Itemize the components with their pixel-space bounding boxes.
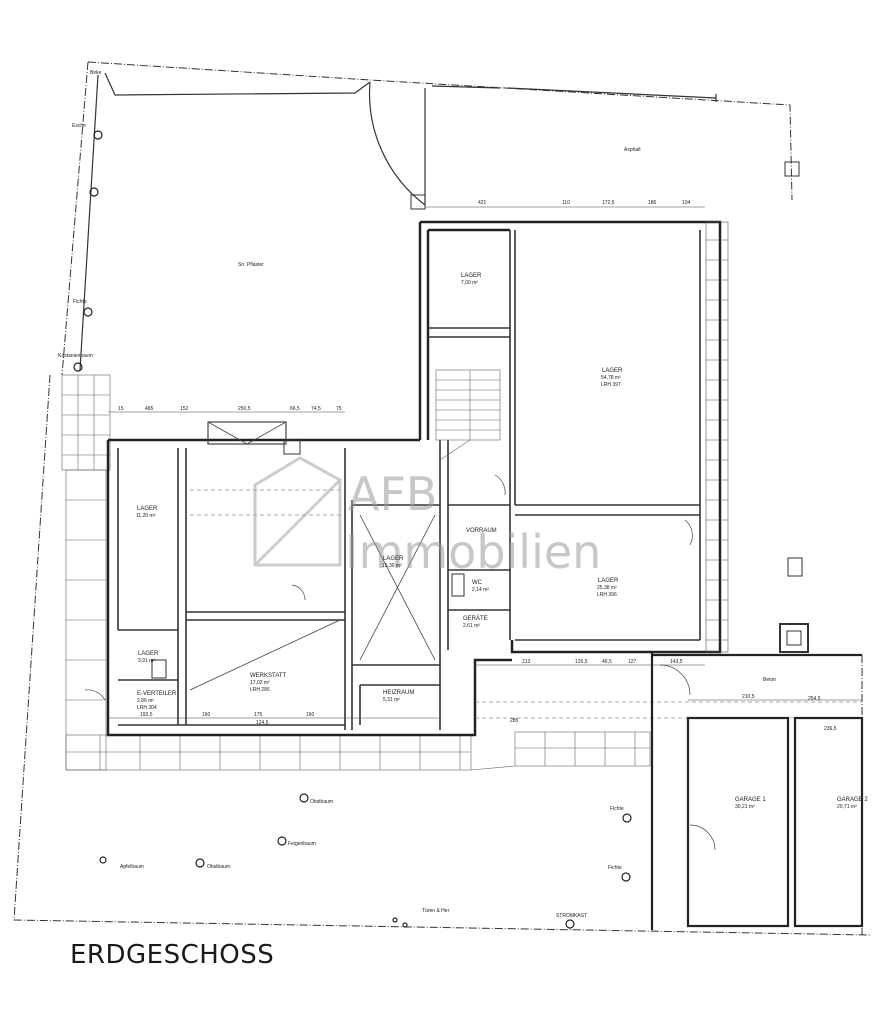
label-apfelbaum: Apfelbaum: [120, 864, 144, 870]
room-wc-area: 2,14 m²: [472, 587, 489, 593]
hatched-wall: [705, 221, 729, 653]
label-feigenbaum: Feigenbaum: [288, 841, 316, 847]
room-lager-5-name: LAGER: [598, 578, 619, 584]
dim-mid-3: 46,5: [602, 659, 612, 665]
room-lager-3-name: LAGER: [602, 368, 623, 374]
dim-mid-5: 143,5: [670, 659, 683, 665]
label-obstbaum-2: Obstbaum: [207, 864, 230, 870]
dim-left-7: 75: [336, 406, 342, 412]
floor-title: ERDGESCHOSS: [70, 940, 275, 970]
dim-bottom-3: 175: [254, 712, 263, 718]
room-wc-name: WC: [472, 580, 483, 586]
room-lager-6-area: 3,91 m²: [138, 658, 155, 664]
label-fichte-2: Fichte: [610, 806, 624, 812]
dim-left-1: 15: [118, 406, 124, 412]
room-garage-2-name: GARAGE 2: [837, 797, 868, 803]
site-labels: Sn. Pflaster Asphalt Birke Esche Fichte …: [58, 70, 776, 919]
room-lager-5-extra: LRH 396: [597, 592, 617, 598]
room-vorraum-name: VORRAUM: [466, 528, 497, 534]
house-logo-icon: [253, 456, 342, 567]
room-geraete-name: GERÄTE: [463, 615, 488, 622]
room-e-verteiler-name: E-VERTEILER: [137, 691, 177, 697]
dim-left-3: 152: [180, 406, 189, 412]
room-garage-2-area: 20,71 m²: [837, 804, 857, 810]
dim-garage-1: 210,5: [742, 694, 755, 700]
dim-left-2: 465: [145, 406, 154, 412]
room-e-verteiler-extra: LRH 304: [137, 705, 157, 711]
room-lager-3-area: 54,78 m²: [601, 375, 621, 381]
label-kastanie: Kastanienbaum: [58, 353, 93, 359]
paving-grid: [61, 374, 651, 771]
dim-mid-4: 127: [628, 659, 637, 665]
dim-bottom-4: 124,5: [256, 720, 269, 726]
room-werkstatt-name: WERKSTATT: [250, 673, 286, 679]
void-cross: [189, 421, 436, 691]
room-werkstatt-extra: LRH 286: [250, 687, 270, 693]
dim-bottom-1: 193,5: [140, 712, 153, 718]
label-birke: Birke: [90, 70, 102, 76]
room-lager-3-extra: LRH 397: [601, 382, 621, 388]
dim-left-6: 74,5: [311, 406, 321, 412]
door-swings: [84, 474, 716, 851]
dim-top-1: 421: [478, 200, 487, 206]
dim-bottom-6: 285: [510, 718, 519, 724]
room-garage-1-name: GARAGE 1: [735, 797, 766, 803]
room-lager-4-area: 15,30 m²: [382, 563, 402, 569]
room-lager-1-area: 11,20 m²: [136, 513, 156, 519]
dim-left-5: 66,5: [290, 406, 300, 412]
room-lager-2-name: LAGER: [461, 273, 482, 279]
dim-mid-1: 213: [522, 659, 531, 665]
label-asphalt: Asphalt: [624, 147, 641, 153]
room-lager-4-name: LAGER: [383, 556, 404, 562]
dim-bottom-2: 160: [202, 712, 211, 718]
room-heizraum-area: 5,31 m²: [383, 697, 400, 703]
label-fichte: Fichte: [73, 299, 87, 305]
label-beton: Beton: [763, 677, 776, 683]
label-stromkast: STROMKAST: [556, 913, 587, 919]
label-pflaster: Sn. Pflaster: [238, 262, 264, 268]
room-e-verteiler-area: 2,86 m²: [137, 698, 154, 704]
dim-garage-3: 236,5: [824, 726, 837, 732]
garages: [650, 652, 864, 930]
dim-top-4: 186: [648, 200, 657, 206]
yard-walls: [79, 72, 717, 371]
dim-top-3: 172,5: [602, 200, 615, 206]
room-lager-2-area: 7,00 m²: [461, 280, 478, 286]
room-lager-6-name: LAGER: [138, 651, 159, 657]
label-fichte-3: Fichte: [608, 865, 622, 871]
dim-garage-2: 254,5: [808, 696, 821, 702]
staircase: [435, 369, 501, 461]
dim-mid-2: 126,5: [575, 659, 588, 665]
misc-fixtures: [151, 161, 809, 679]
room-garage-1-area: 30,21 m²: [735, 804, 755, 810]
interior-walls: [117, 230, 701, 730]
room-geraete-area: 2,61 m²: [463, 623, 480, 629]
label-obstbaum-1: Obstbaum: [310, 799, 333, 805]
dimension-labels: 421 110 172,5 186 104 15 465 152 250,5 6…: [108, 200, 862, 732]
room-werkstatt-area: 17,02 m²: [250, 680, 270, 686]
room-heizraum-name: HEIZRAUM: [383, 690, 414, 696]
label-esche: Esche: [72, 123, 86, 129]
dim-left-4: 250,5: [238, 406, 251, 412]
watermark: AFB Immobilien: [253, 456, 601, 579]
label-tuer: Türen & Her: [422, 908, 450, 914]
dim-top-2: 110: [562, 200, 570, 206]
dim-top-5: 104: [682, 200, 691, 206]
dim-bottom-5: 160: [306, 712, 315, 718]
room-labels: LAGER 11,20 m² LAGER 7,00 m² LAGER 54,78…: [136, 273, 868, 810]
watermark-line1: AFB: [348, 467, 437, 521]
tree-markers: [73, 130, 632, 929]
watermark-line2: Immobilien: [345, 525, 601, 579]
room-lager-5-area: 25,38 m²: [597, 585, 617, 591]
room-lager-1-name: LAGER: [137, 506, 158, 512]
building-walls: [106, 220, 722, 737]
